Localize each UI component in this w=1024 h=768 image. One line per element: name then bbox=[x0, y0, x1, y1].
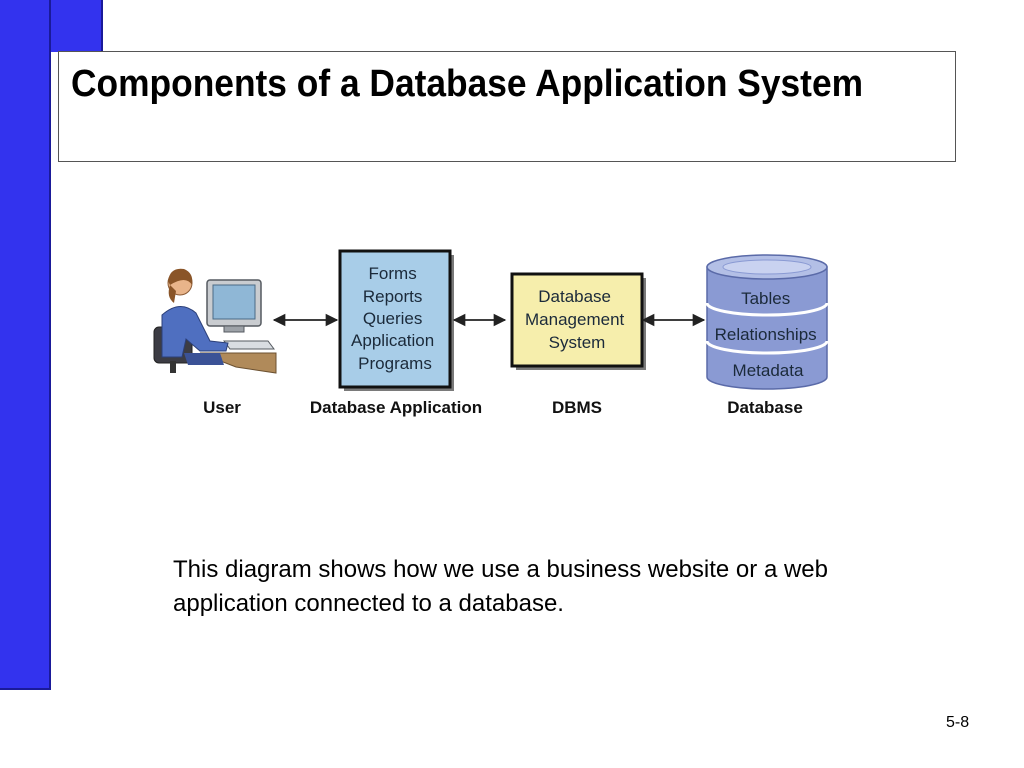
database-application-box: Forms Reports Queries Application Progra… bbox=[338, 249, 454, 391]
db-layer-metadata: Metadata bbox=[733, 361, 804, 380]
database-application-label: Database Application bbox=[310, 398, 482, 417]
dbms-label: DBMS bbox=[552, 398, 602, 417]
app-item-queries: Queries bbox=[363, 309, 423, 328]
database-system-diagram: User Forms Reports Queries Application P… bbox=[153, 249, 829, 417]
svg-text:Tables Relationships: Tables Relationships Metadata bbox=[715, 289, 822, 380]
user-label: User bbox=[203, 398, 241, 417]
svg-text:Database Management: Database Management System bbox=[525, 287, 629, 352]
app-item-programs: Programs bbox=[358, 354, 432, 373]
diagram-caption: This diagram shows how we use a business… bbox=[173, 556, 828, 617]
db-layer-tables: Tables bbox=[741, 289, 790, 308]
dbms-line-management: Management bbox=[525, 310, 625, 329]
page-number: 5-8 bbox=[946, 714, 970, 731]
db-layer-relationships: Relationships bbox=[715, 325, 817, 344]
user-at-computer-icon bbox=[153, 268, 277, 374]
app-item-forms: Forms bbox=[369, 264, 417, 283]
dbms-box: Database Management System bbox=[510, 272, 646, 370]
app-item-reports: Reports bbox=[363, 287, 423, 306]
app-item-application: Application bbox=[351, 331, 434, 350]
database-cylinder-icon: Tables Relationships Metadata bbox=[705, 254, 829, 390]
title-box: Components of a Database Application Sys… bbox=[58, 51, 956, 162]
dbms-line-database: Database bbox=[538, 287, 611, 306]
dbms-line-system: System bbox=[549, 333, 606, 352]
database-label: Database bbox=[727, 398, 803, 417]
slide-left-bar bbox=[0, 0, 51, 690]
svg-text:Forms Reports Quer: Forms Reports Queries Application Progra… bbox=[351, 264, 439, 373]
slide-title: Components of a Database Application Sys… bbox=[71, 63, 864, 105]
